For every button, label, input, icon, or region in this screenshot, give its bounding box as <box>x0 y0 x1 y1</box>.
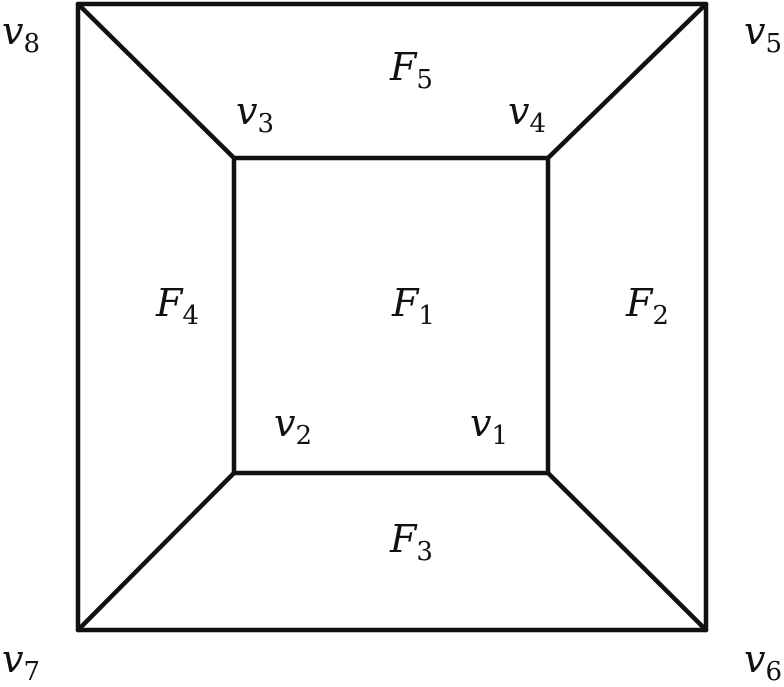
edge-v1-v6 <box>545 470 709 633</box>
vertex-label-v5: v5 <box>744 9 783 59</box>
face-label-f5: F5 <box>390 45 433 95</box>
vertex-label-v1: v1 <box>470 401 509 451</box>
edge-v2-v7 <box>75 470 237 633</box>
inner-square <box>231 155 551 476</box>
vertex-label-v8: v8 <box>2 9 41 59</box>
outer-square <box>75 1 709 633</box>
vertex-label-v7: v7 <box>2 637 41 687</box>
vertex-label-v6: v6 <box>744 637 783 687</box>
face-label-f4: F4 <box>156 281 199 331</box>
vertex-label-v2: v2 <box>274 401 313 451</box>
face-label-f2: F2 <box>626 281 669 331</box>
edge-v4-v5 <box>545 1 709 161</box>
face-label-f1: F1 <box>392 281 435 331</box>
edge-v3-v8 <box>75 1 237 161</box>
vertex-label-v4: v4 <box>508 89 547 139</box>
face-label-f3: F3 <box>390 517 433 567</box>
vertex-label-v3: v3 <box>236 89 275 139</box>
